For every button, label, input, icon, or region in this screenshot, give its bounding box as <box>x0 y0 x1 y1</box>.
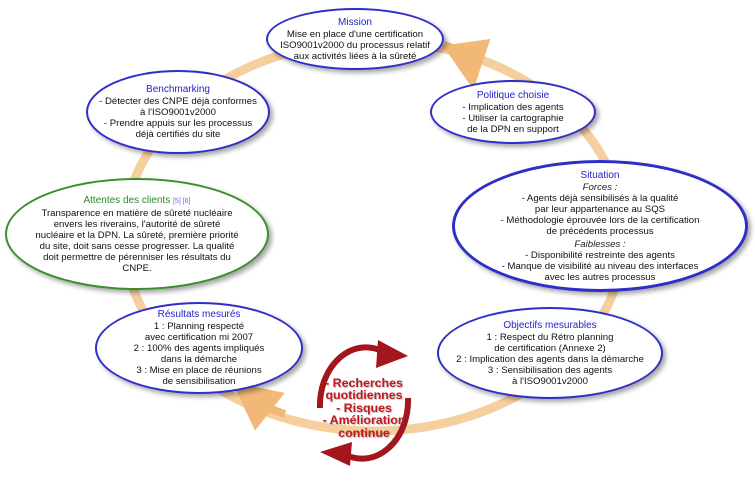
attentes-node: Attentes des clients [5] [6] Transparenc… <box>5 178 269 290</box>
resultats-line: de sensibilisation <box>162 376 236 387</box>
center-line: continue <box>338 425 390 440</box>
forces-label: Forces : <box>582 181 618 193</box>
faiblesses-line: - Disponibilité restreinte des agents <box>525 249 675 261</box>
attentes-line: du site, doit sans cesse progresser. La … <box>39 240 235 252</box>
attentes-refs: [5] [6] <box>172 197 191 205</box>
politique-node: Politique choisie - Implication des agen… <box>430 80 596 144</box>
politique-line: de la DPN en support <box>467 123 559 135</box>
center-cycle-arrows <box>316 340 412 466</box>
center-arrowhead-bottom <box>320 442 352 466</box>
attentes-title-text: Attentes des clients <box>83 194 171 206</box>
objectifs-line: 1 : Respect du Rétro planning <box>486 331 614 343</box>
objectifs-node: Objectifs mesurables 1 : Respect du Rétr… <box>437 307 663 399</box>
objectifs-line: à l'ISO9001v2000 <box>512 375 588 387</box>
benchmarking-title: Benchmarking <box>146 84 210 95</box>
politique-line: - Utiliser la cartographie <box>462 112 564 124</box>
faiblesses-line: avec les autres processus <box>544 271 656 283</box>
resultats-title: Résultats mesurés <box>157 309 241 320</box>
resultats-line: dans la démarche <box>160 354 238 365</box>
attentes-title: Attentes des clients [5] [6] <box>83 195 190 207</box>
situation-node: Situation Forces : - Agents déjà sensibi… <box>452 160 748 292</box>
resultats-line: 2 : 100% des agents impliqués <box>133 343 265 354</box>
situation-title: Situation <box>580 169 620 181</box>
objectifs-line: 2 : Implication des agents dans la démar… <box>456 353 644 365</box>
mission-node: Mission Mise en place d'une certificatio… <box>266 8 444 70</box>
mission-line: Mise en place d'une certification <box>286 28 424 40</box>
forces-line: - Agents déjà sensibilisés à la qualité <box>521 192 679 204</box>
benchmarking-line: à l'ISO9001v2000 <box>140 107 216 118</box>
mission-line: ISO9001v2000 du processus relatif <box>280 39 430 51</box>
resultats-line: 1 : Planning respecté <box>153 321 245 332</box>
objectifs-title: Objectifs mesurables <box>503 319 597 331</box>
forces-line: par leur appartenance au SQS <box>534 203 666 215</box>
center-line: - Recherches <box>325 376 403 390</box>
benchmarking-line: - Prendre appuis sur les processus <box>103 118 253 129</box>
center-line: quotidiennes <box>325 388 403 403</box>
center-arrowhead-top <box>376 340 408 368</box>
cycle-arrow-results <box>232 382 287 431</box>
center-text: - Recherches quotidiennes - Risques - Am… <box>303 377 425 439</box>
attentes-line: CNPE. <box>122 262 152 274</box>
attentes-line: doit permettre de pérenniser les résulta… <box>43 251 231 263</box>
forces-line: - Méthodologie éprouvée lors de la certi… <box>500 214 700 226</box>
forces-line: de précédents processus <box>546 225 654 237</box>
cycle-arrow-mission <box>442 38 491 90</box>
resultats-line: avec certification mi 2007 <box>144 332 254 343</box>
politique-line: - Implication des agents <box>462 101 564 113</box>
center-line: - Risques <box>336 400 392 415</box>
attentes-line: nucléaire et la DPN. La sûreté, première… <box>35 229 239 241</box>
benchmarking-line: déjà certifiés du site <box>135 129 221 140</box>
benchmarking-node: Benchmarking - Détecter des CNPE déjà co… <box>86 70 270 154</box>
attentes-line: Transparence en matière de sûreté nucléa… <box>41 207 233 219</box>
faiblesses-label: Faiblesses : <box>574 238 626 250</box>
resultats-line: 3 : Mise en place de réunions <box>136 365 262 376</box>
mission-line: aux activités liées à la sûreté <box>293 50 417 62</box>
center-arc-upper <box>316 344 386 409</box>
benchmarking-line: - Détecter des CNPE déjà conformes <box>99 96 257 107</box>
objectifs-line: 3 : Sensibilisation des agents <box>487 364 613 376</box>
objectifs-line: de certification (Annexe 2) <box>494 342 606 354</box>
center-arc-lower <box>342 397 412 462</box>
faiblesses-line: - Manque de visibilité au niveau des int… <box>501 260 699 272</box>
attentes-line: envers les riverains, l'autorité de sûre… <box>53 218 221 230</box>
resultats-node: Résultats mesurés 1 : Planning respecté … <box>95 302 303 394</box>
mission-title: Mission <box>338 16 372 28</box>
center-line: - Amélioration <box>322 413 406 428</box>
politique-title: Politique choisie <box>476 89 550 101</box>
